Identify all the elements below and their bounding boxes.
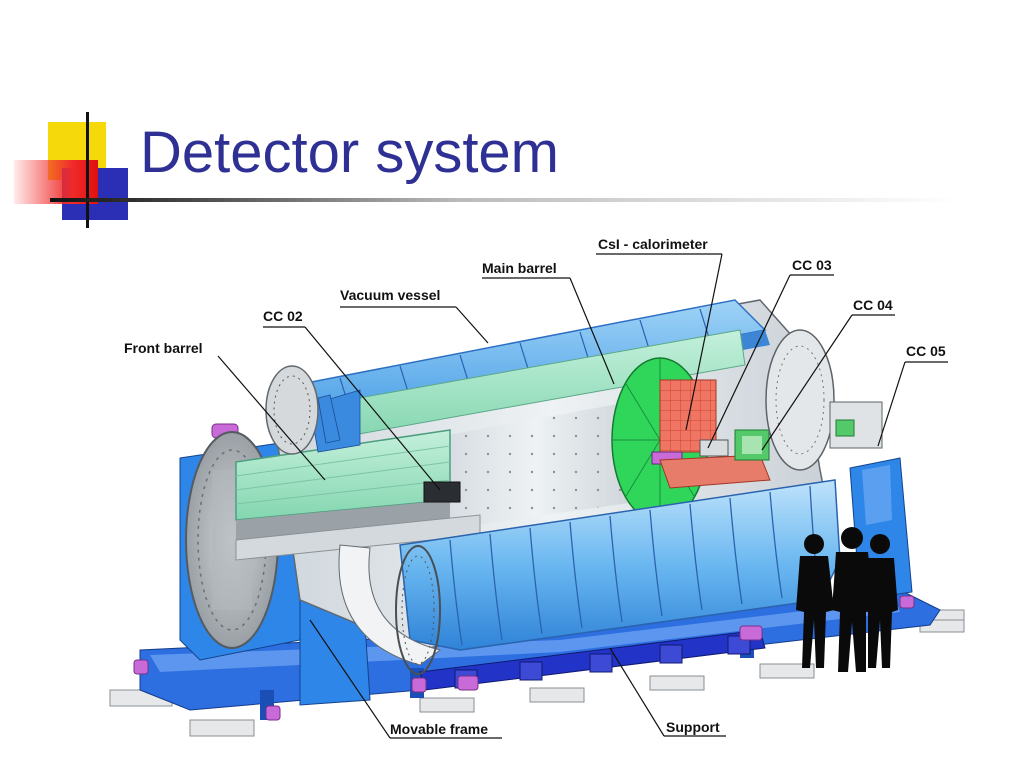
- label-cc03: CC 03: [792, 257, 832, 273]
- rear-flange-left: [265, 365, 319, 455]
- people-silhouettes: [796, 527, 898, 672]
- label-support: Support: [666, 719, 720, 735]
- cc04-module: [734, 429, 770, 461]
- cc02-module: [423, 481, 461, 503]
- decor-red-square: [14, 160, 98, 204]
- front-lower-ring: [338, 544, 442, 675]
- label-front-barrel: Front barrel: [124, 340, 203, 356]
- label-cc02: CC 02: [263, 308, 303, 324]
- slide-title: Detector system: [140, 120, 559, 185]
- label-main-barrel: Main barrel: [482, 260, 557, 276]
- rear-frame-right-back: [862, 465, 892, 525]
- cc05-module: [829, 401, 883, 449]
- label-movable-frame: Movable frame: [390, 721, 488, 737]
- cc03-module: [699, 439, 729, 457]
- label-cc05: CC 05: [906, 343, 946, 359]
- decor-vertical-line: [86, 112, 89, 228]
- label-csi-calorimeter: CsI - calorimeter: [598, 236, 708, 252]
- label-vacuum-vessel: Vacuum vessel: [340, 287, 440, 303]
- calorimeter-tray: [659, 454, 771, 489]
- front-barrel: [235, 429, 481, 561]
- fins-left: [309, 389, 361, 453]
- label-cc04: CC 04: [853, 297, 893, 313]
- rear-flange-right: [765, 329, 835, 471]
- interior-cylinder: [420, 400, 650, 530]
- leader-lines: [217, 253, 948, 739]
- title-underline: [50, 198, 960, 202]
